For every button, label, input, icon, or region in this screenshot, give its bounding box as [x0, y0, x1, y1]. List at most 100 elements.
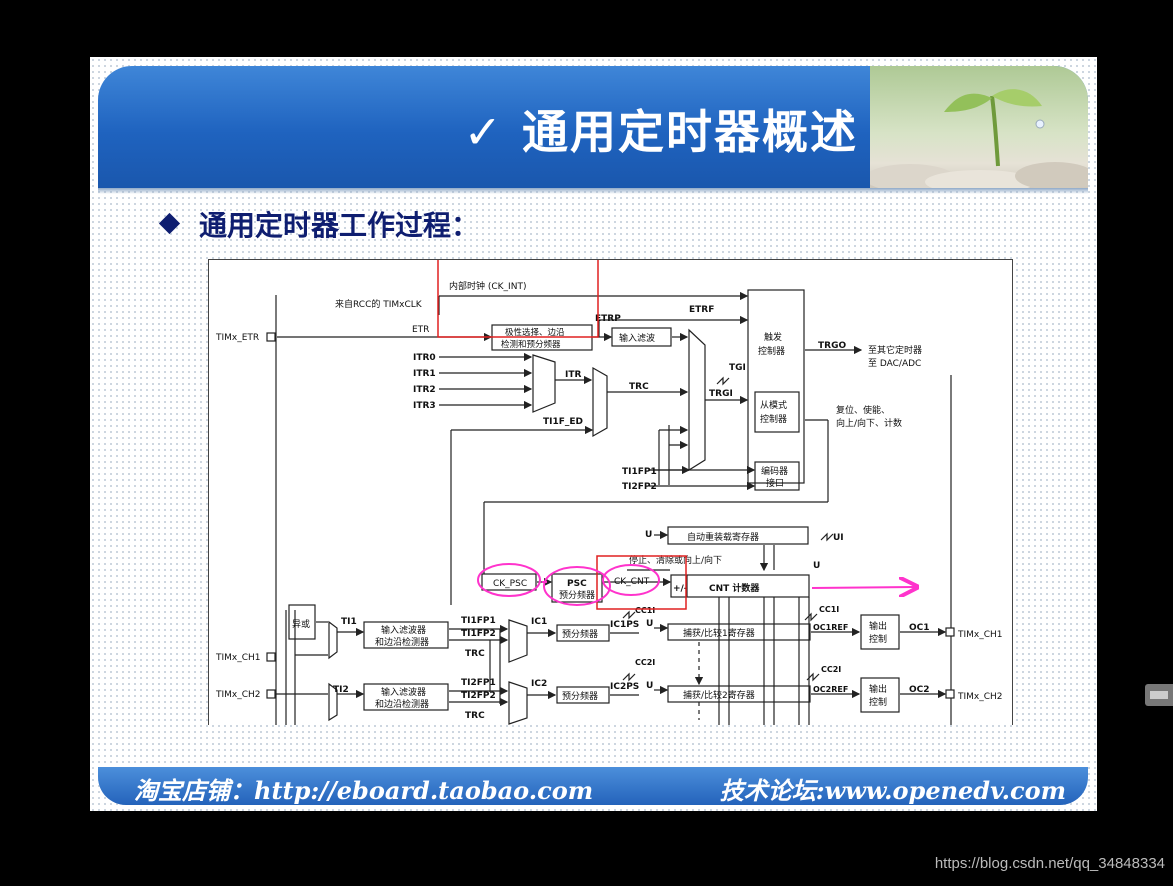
encoder-label-1: 编码器	[761, 465, 788, 477]
out1-label-2: 控制	[869, 633, 887, 645]
oc1ref-label: OC1REF	[813, 623, 848, 632]
timx-etr-label: TIMx_ETR	[215, 333, 259, 343]
banner-shadow	[98, 188, 1088, 194]
trgi-label: TRGI	[709, 389, 733, 399]
ti1fp1-top-label: TI1FP1	[622, 467, 657, 477]
out-ch1-label: TIMx_CH1	[957, 630, 1003, 640]
prescaler1-label: 预分频器	[562, 628, 598, 640]
capture2-label: 捕获/比较2寄存器	[683, 689, 755, 701]
itr3-label: ITR3	[413, 401, 436, 411]
ti1-label: TI1	[341, 617, 357, 627]
filter1-label-2: 和边沿检测器	[375, 636, 429, 648]
cc1i-label: CC1I	[819, 605, 839, 614]
prescaler2-label: 预分频器	[562, 690, 598, 702]
ic2-label: IC2	[531, 679, 547, 689]
input-filter-label: 输入滤波	[619, 332, 655, 344]
u-top-label: U	[645, 530, 652, 540]
ck-psc-label: CK_PSC	[493, 579, 527, 589]
ck-int-highlight-box	[437, 260, 599, 338]
ti2fp1-label: TI2FP1	[461, 678, 496, 688]
out2-label-2: 控制	[869, 696, 887, 708]
out2-label-1: 输出	[869, 683, 887, 695]
ic1ps-label: IC1PS	[610, 620, 639, 630]
timer-block-diagram: 内部时钟 (CK_INT) 来自RCC的 TIMxCLK TIMx_ETR ET…	[208, 259, 1013, 725]
trc-a-label: TRC	[465, 649, 485, 659]
out-ch2-label: TIMx_CH2	[957, 692, 1003, 702]
ck-cnt-label: CK_CNT	[614, 577, 650, 587]
side-toolbar-handle[interactable]	[1145, 684, 1173, 706]
etrf-label: ETRF	[689, 305, 714, 315]
ic2ps-label: IC2PS	[610, 682, 639, 692]
to-timer-label: 至其它定时器	[868, 344, 922, 356]
footer-shop-link: 淘宝店铺：http://eboard.taobao.com	[134, 776, 594, 805]
footer-bar: 淘宝店铺：http://eboard.taobao.com 技术论坛:www.o…	[98, 767, 1088, 805]
stop-label: 停止、清除或向上/向下	[629, 554, 722, 566]
trigger-label-2: 控制器	[758, 345, 785, 357]
timx-ch2-label: TIMx_CH2	[215, 690, 261, 700]
timer-diagram-svg: 内部时钟 (CK_INT) 来自RCC的 TIMxCLK TIMx_ETR ET…	[215, 260, 1003, 725]
ic1-label: IC1	[531, 617, 547, 627]
u-ch1-label: U	[646, 619, 653, 629]
etr-label: ETR	[412, 325, 429, 335]
ck-cnt-annotation-circle	[602, 564, 660, 596]
trgo-label: TRGO	[818, 341, 846, 351]
watermark-url: https://blog.csdn.net/qq_34848334	[934, 855, 1165, 872]
sprout-photo	[865, 66, 1088, 188]
title-banner: ✓ 通用定时器概述	[98, 66, 1088, 188]
count-output-arrow	[811, 587, 915, 588]
capture1-label: 捕获/比较1寄存器	[683, 627, 755, 639]
itr2-label: ITR2	[413, 385, 436, 395]
trc-b-label: TRC	[465, 711, 485, 721]
slide-title: ✓ 通用定时器概述	[463, 105, 858, 159]
ti1fp2-label: TI1FP2	[461, 629, 496, 639]
section-heading: 通用定时器工作过程：	[158, 204, 480, 244]
ti1f-ed-label: TI1F_ED	[543, 417, 583, 427]
oc2-label: OC2	[909, 685, 930, 695]
slide: ✓ 通用定时器概述 通用定时器工作过程：	[90, 57, 1097, 811]
slave-label-1: 从模式	[760, 399, 787, 411]
filter2-label-2: 和边沿检测器	[375, 698, 429, 710]
timx-ch1-label: TIMx_CH1	[215, 653, 261, 663]
encoder-label-2: 接口	[766, 477, 784, 489]
out1-label-1: 输出	[869, 620, 887, 632]
ti2fp2-label: TI2FP2	[461, 691, 496, 701]
filter2-label-1: 输入滤波器	[381, 686, 426, 698]
section-heading-text: 通用定时器工作过程：	[199, 209, 480, 242]
psc-annotation-circle	[543, 566, 611, 606]
footer-forum-link: 技术论坛:www.openedv.com	[719, 776, 1066, 805]
ti1fp1-label: TI1FP1	[461, 616, 496, 626]
itr-label: ITR	[565, 370, 581, 380]
ck-cnt-highlight-box	[596, 555, 687, 610]
diamond-bullet-icon	[158, 212, 181, 235]
oc1-label: OC1	[909, 623, 930, 633]
to-dac-label: 至 DAC/ADC	[868, 358, 921, 369]
etrp-label: ETRP	[595, 314, 621, 324]
ck-int-label: 内部时钟 (CK_INT)	[449, 280, 526, 292]
cc1i-top-label: CC1I	[635, 606, 655, 615]
cnt-label: CNT 计数器	[709, 582, 760, 594]
ck-psc-annotation-circle	[477, 563, 541, 597]
trigger-label-1: 触发	[764, 331, 782, 343]
polarity-label-1: 极性选择、边沿	[505, 327, 565, 338]
ti2-label: TI2	[333, 685, 349, 695]
ti2fp2-top-label: TI2FP2	[622, 482, 657, 492]
autoreload-label: 自动重装载寄存器	[687, 531, 759, 543]
ui-label: UI	[833, 533, 844, 543]
oc2ref-label: OC2REF	[813, 685, 848, 694]
cc2i-label: CC2I	[821, 665, 841, 674]
psc-label: PSC	[567, 579, 587, 589]
psc-sub-label: 预分频器	[559, 589, 595, 601]
itr0-label: ITR0	[413, 353, 436, 363]
u-right-label: U	[813, 561, 820, 571]
itr1-label: ITR1	[413, 369, 436, 379]
slave-label-2: 控制器	[760, 413, 787, 425]
xor-label: 异或	[292, 618, 310, 630]
sprout-icon	[865, 89, 1088, 188]
cc2i-top-label: CC2I	[635, 658, 655, 667]
polarity-label-2: 检测和预分频器	[501, 339, 561, 350]
reset-label-2: 向上/向下、计数	[836, 417, 902, 429]
trc-label: TRC	[629, 382, 649, 392]
filter1-label-1: 输入滤波器	[381, 624, 426, 636]
u-ch2-label: U	[646, 681, 653, 691]
reset-label-1: 复位、使能、	[836, 404, 890, 416]
